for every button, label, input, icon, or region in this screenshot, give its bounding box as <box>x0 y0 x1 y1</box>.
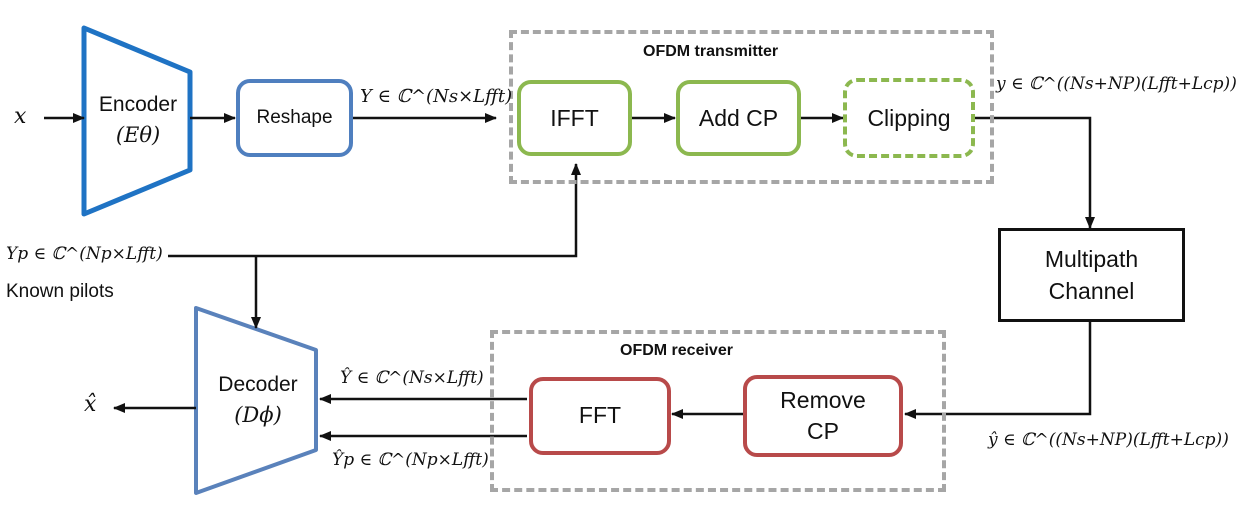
add-cp-label: Add CP <box>698 104 779 131</box>
decoder-shape <box>194 306 318 495</box>
y-tx-label: y ∈ ℂ^((Ns+NP)(Lfft+Lcp)) <box>996 74 1237 94</box>
clipping-block: Clipping <box>843 78 975 158</box>
fft-block: FFT <box>529 377 671 455</box>
decoder-label: Decoder (Dϕ) <box>200 370 316 431</box>
decoder-label-line2: (Dϕ) <box>234 403 282 428</box>
Y-hat-label: Ŷ ∈ ℂ^(Ns×Lfft) <box>340 368 484 388</box>
encoder-label-line1: Encoder <box>98 93 178 116</box>
remove-cp-label-line1: Remove <box>780 386 866 413</box>
ofdm-receiver-frame <box>490 330 946 492</box>
ofdm-receiver-title: OFDM receiver <box>620 342 733 359</box>
encoder-label: Encoder (Eθ) <box>86 90 190 151</box>
arrow-channel-to-removecp <box>904 322 1092 419</box>
add-cp-block: Add CP <box>676 80 801 156</box>
multipath-channel-block: Multipath Channel <box>998 228 1185 322</box>
encoder-shape <box>81 25 193 217</box>
channel-label-line1: Multipath <box>1044 245 1139 272</box>
ifft-block: IFFT <box>517 80 632 156</box>
output-x-hat-label: x̂ <box>84 392 97 417</box>
Y-label: Y ∈ ℂ^(Ns×Lfft) <box>360 86 513 107</box>
Yp-hat-label: Ŷp ∈ ℂ^(Np×Lfft) <box>332 450 489 470</box>
reshape-label: Reshape <box>256 107 333 128</box>
ifft-label: IFFT <box>550 104 599 131</box>
ofdm-transmitter-title: OFDM transmitter <box>643 43 779 60</box>
arrow-clipping-to-channel <box>975 116 1095 229</box>
fft-label: FFT <box>578 402 622 429</box>
channel-label-line2: Channel <box>1048 278 1135 304</box>
decoder-label-line1: Decoder <box>218 373 298 396</box>
remove-cp-label-line2: CP <box>807 418 839 444</box>
encoder-label-line2: (Eθ) <box>115 123 161 148</box>
reshape-block: Reshape <box>236 79 353 157</box>
y-rx-label: ŷ ∈ ℂ^((Ns+NP)(Lfft+Lcp)) <box>988 430 1229 450</box>
clipping-label: Clipping <box>867 104 951 131</box>
input-x-label: x <box>14 104 27 129</box>
known-pilots-label: Known pilots <box>6 281 114 302</box>
arrow-pilots-to-ifft <box>168 163 581 258</box>
Yp-label: Yp ∈ ℂ^(Np×Lfft) <box>6 244 163 264</box>
remove-cp-block: Remove CP <box>743 375 903 457</box>
ofdm-transmitter-frame <box>509 30 994 184</box>
